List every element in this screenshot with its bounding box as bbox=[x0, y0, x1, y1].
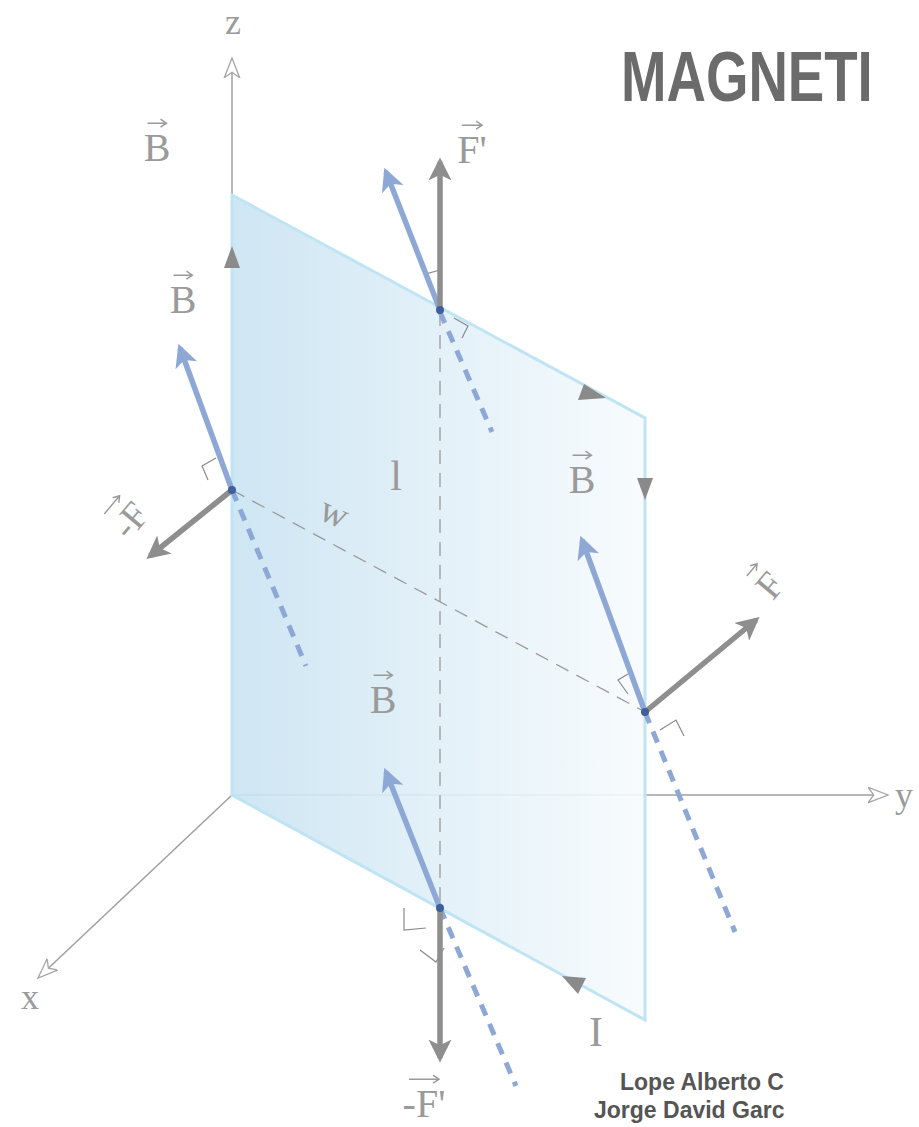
vector-label: F bbox=[749, 565, 792, 606]
vector-arrow-accent bbox=[573, 451, 592, 459]
author-name: Lope Alberto C bbox=[620, 1071, 784, 1094]
vector-arrow-accent bbox=[374, 671, 393, 679]
dimension-lines bbox=[232, 312, 645, 906]
current-arrows bbox=[224, 246, 653, 994]
vector-label: F' bbox=[457, 130, 486, 170]
current-label: I bbox=[589, 1011, 603, 1053]
axis-label: x bbox=[21, 979, 39, 1015]
author-name: Jorge David Garc bbox=[594, 1099, 784, 1122]
vector-arrow-accent bbox=[462, 121, 482, 129]
dimension-label: w bbox=[315, 489, 356, 535]
vector-label: -F' bbox=[403, 1084, 446, 1124]
vector-arrow-accent bbox=[174, 271, 193, 279]
vector-label: B bbox=[170, 280, 197, 320]
dimension-label: l bbox=[390, 455, 402, 497]
force-vector bbox=[150, 162, 756, 1058]
vector-label: B bbox=[370, 680, 397, 720]
axis-label: z bbox=[225, 4, 241, 40]
vector-arrow-accent bbox=[409, 1075, 439, 1083]
vector-arrow-accent bbox=[148, 119, 167, 127]
axis-label: y bbox=[895, 777, 913, 813]
vector-label: -F bbox=[105, 495, 156, 545]
current-loop bbox=[232, 195, 645, 1020]
vector-label: B bbox=[569, 460, 596, 500]
magnetic-field-vector bbox=[180, 172, 645, 908]
application-points bbox=[228, 306, 649, 912]
title: MAGNETI bbox=[621, 42, 873, 112]
vector-label: B bbox=[144, 128, 171, 168]
right-angle-marks bbox=[202, 270, 684, 962]
